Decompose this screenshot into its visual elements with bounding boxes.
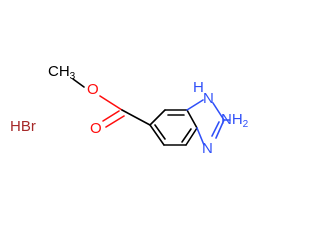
atom-labels: HBr CH3 O O H N N NH2 bbox=[10, 63, 249, 157]
ring-n-bottom-label: N bbox=[202, 140, 213, 157]
methyl-label: CH3 bbox=[48, 63, 76, 82]
bond-ring-3 bbox=[186, 109, 198, 129]
carbonyl-oxygen-label: O bbox=[90, 120, 102, 137]
bond-c7a-n1 bbox=[186, 99, 204, 111]
bond-ring-6-inner bbox=[154, 124, 166, 140]
bond-carbonyl-double-1 bbox=[102, 110, 120, 122]
bond-ring-4-inner bbox=[181, 128, 192, 143]
amino-label: NH2 bbox=[221, 111, 249, 130]
bond-c2-n3-1 bbox=[215, 119, 225, 139]
bond-n3-c3a bbox=[196, 127, 205, 146]
bond-c2-n3-2 bbox=[211, 121, 220, 137]
bond-ring-4 bbox=[185, 127, 198, 146]
chemical-structure: HBr CH3 O O H N N NH2 bbox=[10, 63, 249, 157]
bond-ring-1 bbox=[149, 109, 166, 126]
bond-methyl-o bbox=[72, 78, 85, 88]
ring-n-top-label: N bbox=[203, 90, 214, 107]
bond-carbonyl-double-2 bbox=[105, 115, 125, 128]
bond-carbonyl-ring bbox=[121, 109, 151, 126]
bond-n1-c2 bbox=[212, 102, 225, 121]
hbr-label: HBr bbox=[10, 118, 36, 135]
nh-hydrogen-label: H bbox=[193, 79, 204, 96]
bond-ring-6 bbox=[149, 124, 165, 146]
bonds bbox=[72, 78, 231, 146]
bond-o-carbonyl bbox=[99, 95, 123, 111]
ether-oxygen-label: O bbox=[87, 81, 99, 98]
